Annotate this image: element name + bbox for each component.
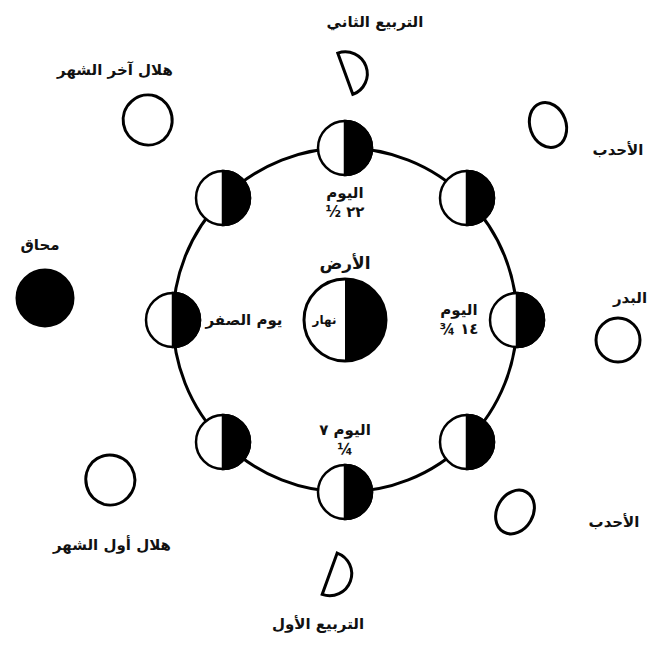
phase-label: البدر	[613, 289, 647, 308]
day-label: يوم الصفر	[206, 311, 283, 330]
earth-heading: الأرض	[319, 253, 370, 273]
phase-label: محاق	[20, 236, 59, 255]
day-label: اليوم ١٤ ¾	[430, 301, 488, 339]
phase-label: هلال أول الشهر	[53, 536, 171, 555]
phase-label: هلال آخر الشهر	[57, 61, 173, 80]
orbit-moons	[146, 121, 544, 519]
day-label: اليوم ٧ ¼	[316, 421, 374, 459]
phase-label: الأحدب	[589, 513, 640, 532]
moon-orbit	[173, 148, 517, 492]
phase-label: الأحدب	[593, 141, 644, 160]
daylight-label: نهار	[313, 313, 337, 327]
day-label: اليوم ٢٢ ½	[316, 184, 374, 222]
phase-label: التربيع الأول	[272, 615, 364, 634]
phase-label: التربيع الثاني	[327, 13, 424, 32]
earth-circle: الأرضنهار	[302, 277, 388, 363]
phase-shapes	[17, 46, 640, 602]
